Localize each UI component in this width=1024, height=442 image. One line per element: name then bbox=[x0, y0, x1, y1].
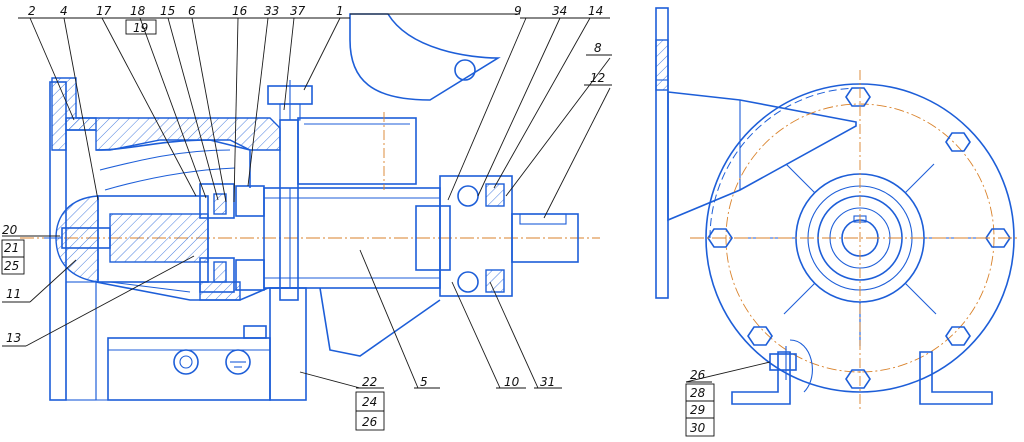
housing-top-wall bbox=[65, 117, 281, 151]
support-rib bbox=[319, 287, 441, 357]
key-slot bbox=[519, 213, 567, 225]
ground-terminal bbox=[225, 349, 251, 375]
base-bolt bbox=[243, 325, 267, 339]
label-19: 19 bbox=[133, 21, 148, 35]
bolt-bottom bbox=[845, 369, 871, 389]
label-33: 33 bbox=[264, 4, 279, 18]
label-2: 2 bbox=[28, 4, 36, 18]
ball-bearing-lower bbox=[457, 271, 479, 293]
impeller-channel bbox=[95, 139, 251, 188]
label-r28: 28 bbox=[690, 386, 706, 400]
label-21: 21 bbox=[4, 241, 19, 255]
label-12: 12 bbox=[590, 71, 605, 85]
bearing-housing-upper bbox=[235, 185, 265, 217]
label-22: 22 bbox=[362, 375, 377, 389]
label-8: 8 bbox=[594, 41, 602, 55]
label-4: 4 bbox=[60, 4, 68, 18]
label-9: 9 bbox=[514, 4, 522, 18]
label-34: 34 bbox=[552, 4, 567, 18]
label-17: 17 bbox=[96, 4, 112, 18]
label-r30: 30 bbox=[690, 421, 706, 435]
sectional-view bbox=[20, 13, 600, 401]
elbow-fragment bbox=[349, 13, 501, 101]
motor-junction-box bbox=[297, 117, 417, 185]
shaft-collar bbox=[415, 205, 451, 271]
mount-foot bbox=[269, 287, 307, 401]
label-r29: 29 bbox=[690, 403, 705, 417]
label-18: 18 bbox=[130, 4, 146, 18]
elbow-hole bbox=[454, 59, 476, 81]
end-view bbox=[655, 7, 1020, 410]
left-labels: 20 21 25 11 13 bbox=[1, 223, 195, 347]
foot-right bbox=[919, 351, 993, 405]
label-1: 1 bbox=[336, 4, 344, 18]
inlet-flange-top bbox=[51, 77, 97, 151]
foot-bolt bbox=[769, 353, 797, 371]
terminal-gland-1 bbox=[173, 349, 199, 375]
label-6: 6 bbox=[188, 4, 196, 18]
label-26: 26 bbox=[362, 415, 378, 429]
shaft-sleeve-hatched bbox=[109, 213, 209, 263]
bolt-bottom-left bbox=[747, 326, 773, 346]
right-labels: 26 28 29 30 bbox=[685, 361, 771, 437]
label-37: 37 bbox=[290, 4, 306, 18]
label-25: 25 bbox=[4, 259, 19, 273]
label-11: 11 bbox=[6, 287, 21, 301]
bolt-top-right bbox=[945, 132, 971, 152]
mechanical-seal-lower bbox=[199, 257, 235, 293]
label-13: 13 bbox=[6, 331, 21, 345]
label-r26: 26 bbox=[690, 368, 706, 382]
label-10: 10 bbox=[504, 375, 520, 389]
bottom-labels: 22 24 26 5 10 31 bbox=[299, 249, 562, 431]
label-31: 31 bbox=[540, 375, 555, 389]
top-leaders bbox=[18, 17, 611, 219]
label-24: 24 bbox=[362, 395, 377, 409]
foot-left bbox=[731, 351, 791, 405]
label-15: 15 bbox=[160, 4, 175, 18]
ball-bearing-upper bbox=[457, 185, 479, 207]
label-14: 14 bbox=[588, 4, 603, 18]
label-5: 5 bbox=[420, 375, 428, 389]
discharge-spout bbox=[667, 91, 857, 222]
label-20: 20 bbox=[2, 223, 18, 237]
inlet-flange-lower bbox=[65, 281, 97, 401]
bolt-bottom-right bbox=[945, 326, 971, 346]
top-label-row: 2 4 17 18 15 6 16 33 37 1 9 34 14 8 12 1… bbox=[28, 4, 612, 86]
mount-flange-plate bbox=[279, 119, 299, 301]
label-16: 16 bbox=[232, 4, 248, 18]
bolt-top bbox=[845, 87, 871, 107]
motor-base-frame bbox=[107, 337, 271, 401]
